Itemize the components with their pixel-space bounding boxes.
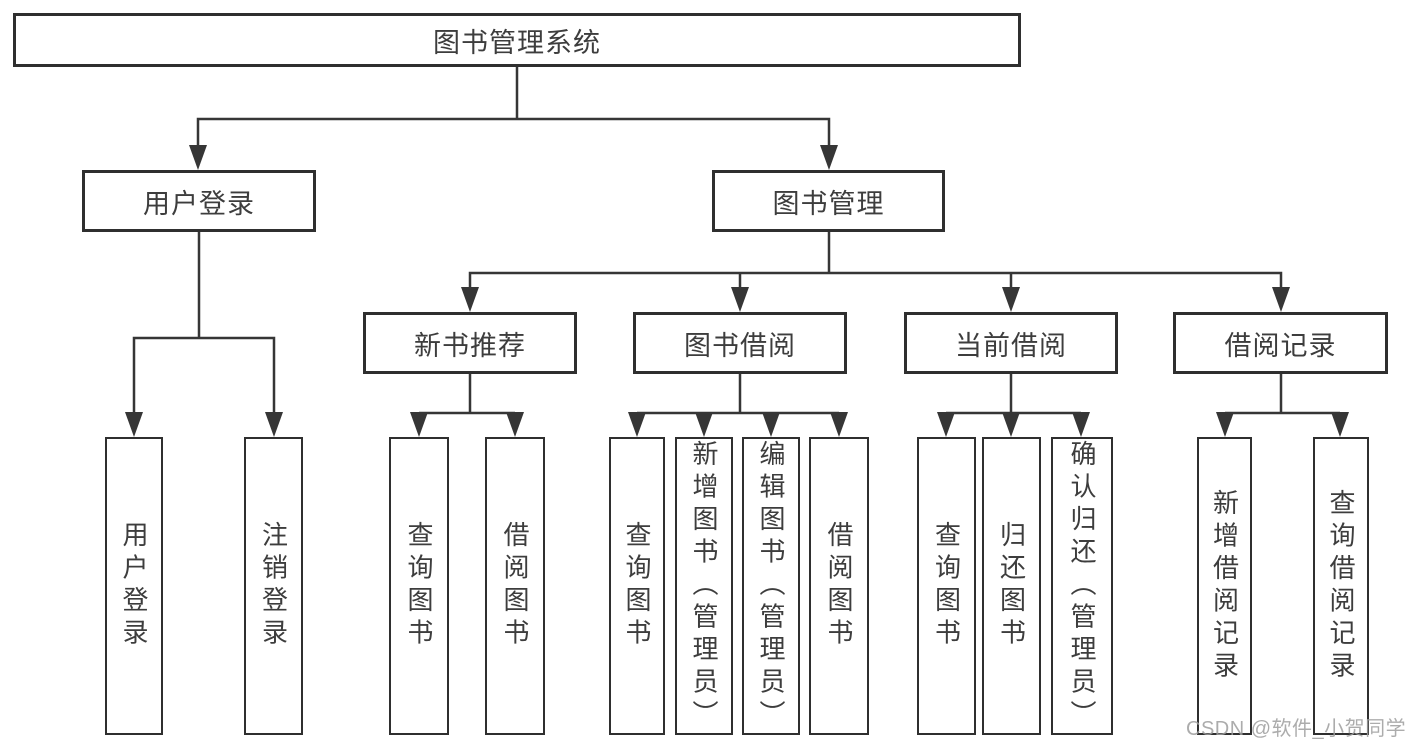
leaf-borrow-books-borrow-label: 借阅图书 <box>824 521 854 651</box>
leaf-query-books-current: 查询图书 <box>917 437 976 735</box>
leaf-query-borrow-record: 查询借阅记录 <box>1313 437 1369 735</box>
leaf-query-books-recommend: 查询图书 <box>389 437 449 735</box>
leaf-query-books-current-label: 查询图书 <box>931 521 962 651</box>
node-user-login: 用户登录 <box>82 170 316 232</box>
node-user-login-label: 用户登录 <box>143 188 255 219</box>
leaf-add-borrow-record: 新增借阅记录 <box>1197 437 1252 735</box>
leaf-add-books-admin: 新增图书（管理员） <box>675 437 733 735</box>
node-root-label: 图书管理系统 <box>433 27 601 58</box>
leaf-logout-login: 注销登录 <box>244 437 303 735</box>
leaf-query-books-recommend-label: 查询图书 <box>404 521 434 651</box>
leaf-query-books-borrow: 查询图书 <box>609 437 665 735</box>
leaf-borrow-books-recommend-label: 借阅图书 <box>500 521 530 651</box>
node-root: 图书管理系统 <box>13 13 1021 67</box>
leaf-edit-books-admin: 编辑图书（管理员） <box>742 437 800 735</box>
leaf-logout-login-label: 注销登录 <box>258 521 289 651</box>
watermark: CSDN @软件_小贺同学 <box>1186 718 1405 740</box>
node-book-borrowing: 图书借阅 <box>633 312 847 374</box>
node-borrowing-records-label: 借阅记录 <box>1224 330 1337 361</box>
leaf-query-books-borrow-label: 查询图书 <box>622 521 652 651</box>
leaf-add-borrow-record-label: 新增借阅记录 <box>1209 488 1240 684</box>
node-new-book-recommend-label: 新书推荐 <box>414 330 526 361</box>
leaf-user-login: 用户登录 <box>105 437 163 735</box>
leaf-edit-books-admin-label: 编辑图书（管理员） <box>756 439 786 733</box>
node-new-book-recommend: 新书推荐 <box>363 312 577 374</box>
node-current-borrowing-label: 当前借阅 <box>955 330 1067 361</box>
leaf-confirm-return-admin: 确认归还（管理员） <box>1051 437 1113 735</box>
leaf-return-books: 归还图书 <box>982 437 1041 735</box>
leaf-confirm-return-admin-label: 确认归还（管理员） <box>1067 439 1097 733</box>
leaf-return-books-label: 归还图书 <box>996 521 1027 651</box>
node-book-management-label: 图书管理 <box>772 188 885 219</box>
leaf-query-borrow-record-label: 查询借阅记录 <box>1326 488 1356 684</box>
leaf-user-login-label: 用户登录 <box>119 521 149 651</box>
leaf-add-books-admin-label: 新增图书（管理员） <box>689 439 719 733</box>
node-current-borrowing: 当前借阅 <box>904 312 1118 374</box>
leaf-borrow-books-recommend: 借阅图书 <box>485 437 545 735</box>
node-borrowing-records: 借阅记录 <box>1173 312 1388 374</box>
leaf-borrow-books-borrow: 借阅图书 <box>809 437 869 735</box>
node-book-borrowing-label: 图书借阅 <box>684 330 796 361</box>
node-book-management: 图书管理 <box>712 170 945 232</box>
